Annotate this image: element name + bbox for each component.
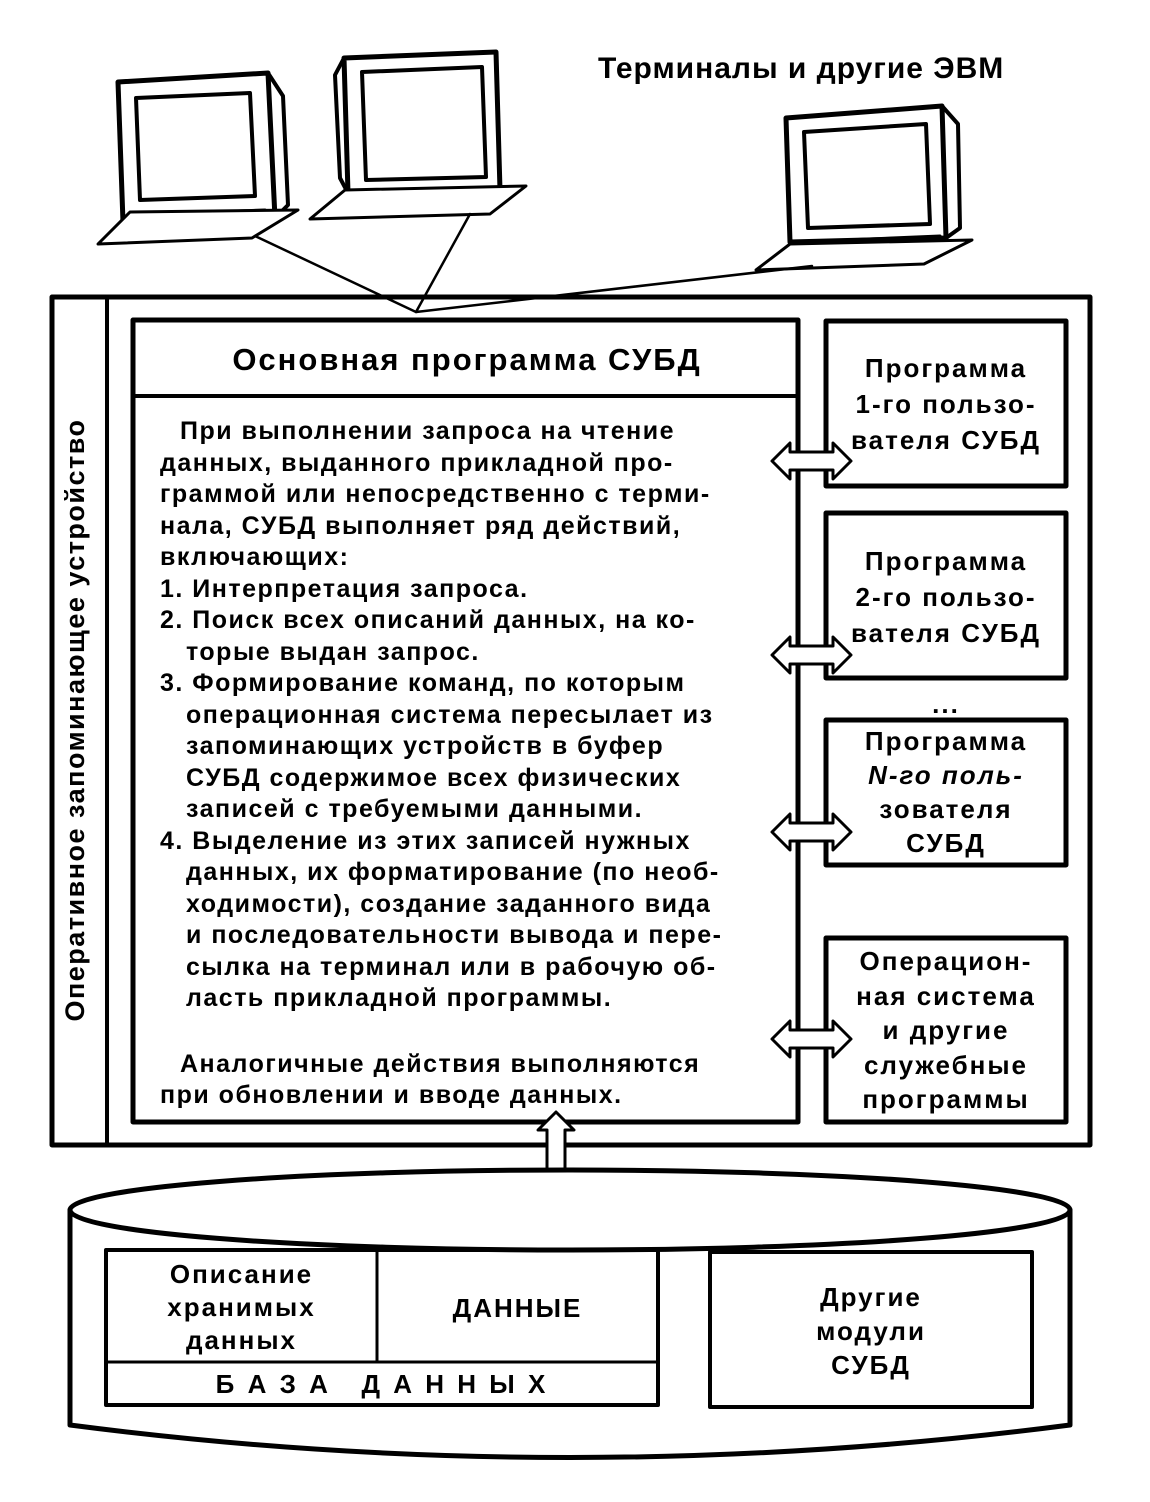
text-line: СУБД [831, 1350, 911, 1380]
text-line: нала, СУБД выполняет ряд действий, [160, 511, 682, 540]
other-modules-box [708, 1250, 1034, 1409]
text-line: зователя [879, 794, 1013, 824]
terminal-3-icon [754, 103, 974, 272]
text-line: Операцион- [859, 946, 1033, 976]
text-line: N-го поль- [868, 760, 1024, 790]
text-line: При выполнении запроса на чтение [180, 417, 676, 445]
text-line: данных [185, 1325, 298, 1355]
text-line: служебные [863, 1049, 1029, 1080]
text-line: операционная система пересылает из [186, 700, 714, 729]
user-program-2-box [823, 510, 1069, 681]
text-line: сылка на терминал или в рабочую об- [186, 952, 717, 981]
text-line: Программа [864, 546, 1028, 576]
text-line: Программа [864, 726, 1028, 756]
text-line: СУБД содержимое всех физических [186, 763, 682, 792]
list-item: 2. Поиск всех описаний данных, на ко- [160, 606, 696, 634]
terminal-2-icon [308, 49, 528, 221]
other-modules-label: Другие модули СУБД [710, 1280, 1032, 1382]
text-line: и другие [882, 1015, 1010, 1045]
user-program-n-label: Программа N-го поль- зователя СУБД [826, 724, 1066, 860]
list-item: 4. Выделение из этих записей нужных [160, 826, 691, 855]
arrow-program-1 [770, 441, 853, 481]
text-line: торые выдан запрос. [186, 637, 480, 666]
text-line: ласть прикладной программы. [186, 984, 613, 1012]
database-label: Б А З А Д А Н Н Ы Х [215, 1369, 549, 1399]
arrow-program-2 [770, 635, 853, 675]
text-line: модули [816, 1316, 926, 1346]
ram-label: Оперативное запоминающее устройство [60, 418, 90, 1022]
text-line: данных, выданного прикладной про- [160, 448, 674, 477]
text-line: включающих: [160, 543, 350, 571]
text-line: 1-го пользо- [855, 389, 1037, 419]
text-line: вателя СУБД [850, 425, 1042, 455]
text-line: СУБД [906, 828, 986, 858]
user-program-n-box [823, 717, 1069, 868]
main-program-title: Основная программа СУБД [232, 342, 702, 377]
terminals-title: Терминалы и другие ЭВМ [598, 52, 1005, 85]
list-item: 3. Формирование команд, по которым [160, 669, 686, 697]
text-line: ная система [856, 980, 1036, 1011]
user-program-1-box [823, 318, 1069, 489]
text-line: граммой или непосредственно с терми- [160, 480, 711, 508]
text-line: программы [862, 1084, 1030, 1114]
arrow-program-n [770, 812, 853, 852]
arrow-os [770, 1019, 853, 1059]
user-program-2-label: Программа 2-го пользо- вателя СУБД [826, 543, 1066, 651]
text-line: Программа [864, 353, 1028, 383]
text-line: Аналогичные действия выполняются [180, 1049, 701, 1078]
user-program-1-label: Программа 1-го пользо- вателя СУБД [826, 350, 1066, 458]
text-line: при обновлении и вводе данных. [160, 1081, 623, 1109]
terminal-1-icon [96, 70, 300, 246]
ram-frame [49, 294, 1093, 1148]
list-item: 1. Интерпретация запроса. [160, 574, 529, 603]
main-program-text: При выполнении запроса на чтение данных,… [160, 416, 790, 1112]
text-line: данных, их форматирование (по необ- [186, 858, 720, 886]
text-line: и последовательности вывода и пере- [186, 921, 723, 949]
text-line: хранимых [167, 1292, 316, 1322]
text-line: запоминающих устройств в буфер [186, 732, 665, 760]
text-line: Описание [169, 1259, 314, 1289]
main-program-box [130, 317, 801, 1125]
os-box-label: Операцион- ная система и другие служебны… [826, 944, 1066, 1117]
text-line: ходимости), создание заданного вида [186, 889, 712, 918]
database-cylinder [67, 1167, 1073, 1460]
text-line: Другие [820, 1282, 922, 1312]
text-line: записей с требуемыми данными. [186, 795, 644, 823]
stored-description-label: Описание хранимых данных [106, 1258, 377, 1357]
ellipsis: ... [932, 689, 960, 719]
text-line: вателя СУБД [850, 618, 1042, 648]
data-label: ДАННЫЕ [452, 1293, 583, 1323]
database-table [104, 1248, 660, 1407]
text-line: 2-го пользо- [855, 582, 1037, 612]
